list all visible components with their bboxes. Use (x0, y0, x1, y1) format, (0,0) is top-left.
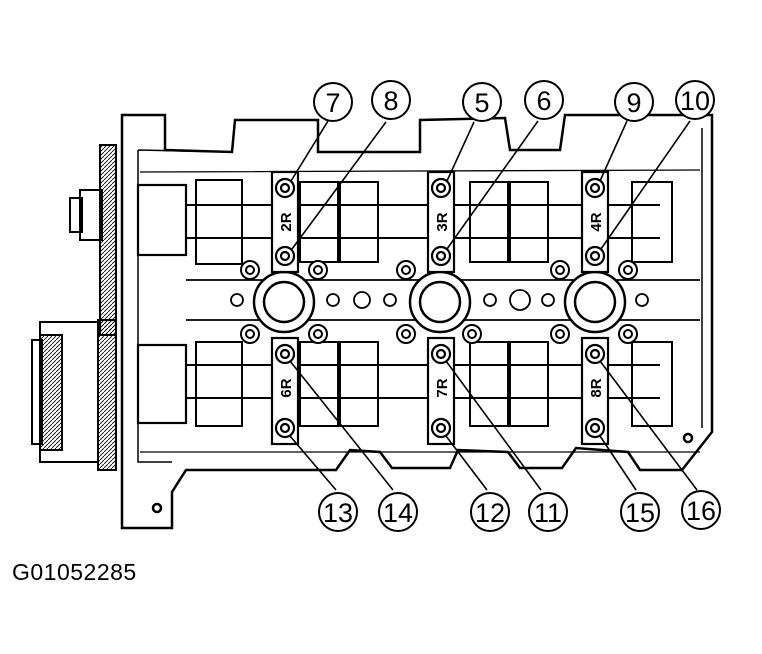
end-blocks (136, 183, 188, 425)
bolt-16 (584, 343, 606, 365)
bolt-15 (584, 417, 606, 439)
vvt-actuator (31, 319, 117, 471)
bolt-9 (584, 177, 606, 199)
bolt-10 (584, 245, 606, 267)
callout-7: 7 (313, 82, 353, 122)
callout-15: 15 (620, 492, 660, 532)
callout-16-number: 16 (686, 496, 716, 526)
callout-14: 14 (378, 492, 418, 532)
callout-6-number: 6 (536, 86, 551, 116)
callout-10-number: 10 (680, 86, 710, 116)
bolt-13 (274, 417, 296, 439)
callout-10: 10 (675, 80, 715, 120)
bolt-12 (430, 417, 452, 439)
bolt-5 (430, 177, 452, 199)
callout-11-number: 11 (534, 498, 562, 528)
callout-13-number: 13 (323, 498, 353, 528)
callout-13: 13 (318, 492, 358, 532)
callout-5-number: 5 (474, 88, 489, 118)
callout-5: 5 (462, 82, 502, 122)
callout-8: 8 (371, 80, 411, 120)
callout-7-number: 7 (325, 88, 340, 118)
callout-9-number: 9 (626, 88, 641, 118)
callout-12-number: 12 (475, 498, 505, 528)
callout-8-number: 8 (383, 86, 398, 116)
bolt-11 (430, 343, 452, 365)
bolt-14 (274, 343, 296, 365)
figure-id-label: G01052285 (12, 559, 137, 585)
callout-12: 12 (470, 492, 510, 532)
cap-label-4r: 4R (588, 212, 605, 231)
callout-6: 6 (524, 80, 564, 120)
bolt-8 (274, 245, 296, 267)
callout-14-number: 14 (383, 498, 413, 528)
plug-tube-mount-bolts (240, 260, 638, 344)
callout-16: 16 (681, 490, 721, 530)
cap-label-7r: 7R (434, 378, 451, 397)
cap-label-8r: 8R (588, 378, 605, 397)
cap-label-3r: 3R (434, 212, 451, 231)
leader-lines (289, 120, 698, 491)
callout-9: 9 (614, 82, 654, 122)
cap-label-2r: 2R (278, 212, 295, 231)
callout-11: 11 (528, 492, 568, 532)
callout-15-number: 15 (625, 498, 655, 528)
bolt-7 (274, 177, 296, 199)
spark-plug-tubes (252, 270, 627, 334)
bolt-6 (430, 245, 452, 267)
cap-label-6r: 6R (278, 378, 295, 397)
timing-sprocket-upper (69, 144, 117, 336)
